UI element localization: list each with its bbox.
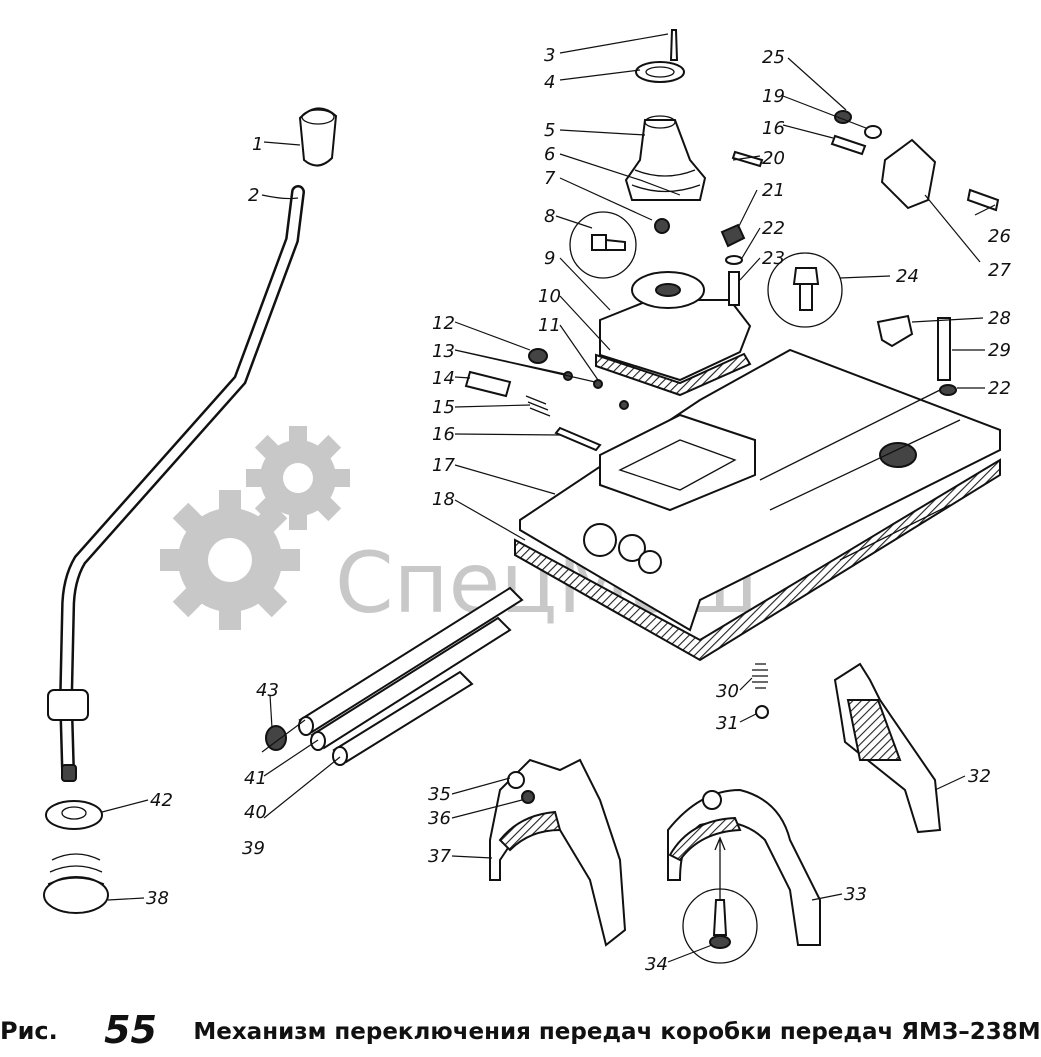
callout-36: 36 <box>428 808 451 829</box>
callout-22: 22 <box>762 218 785 239</box>
callout-25: 25 <box>762 47 785 68</box>
part-31-ball <box>755 705 769 719</box>
callout-24: 24 <box>896 266 919 287</box>
callout-26: 26 <box>988 226 1011 247</box>
part-30-spring <box>752 663 768 689</box>
callout-9: 9 <box>544 248 555 269</box>
callout-14: 14 <box>432 368 455 389</box>
figure-title: Механизм переключения передач коробки пе… <box>193 1019 1041 1045</box>
part-24-detail <box>767 252 843 328</box>
callout-11: 11 <box>538 315 561 336</box>
parts-19-27-lever-assembly <box>720 110 1000 306</box>
callout-27: 27 <box>988 260 1011 281</box>
part-17-housing <box>514 348 1001 662</box>
callout-3: 3 <box>544 45 555 66</box>
callout-42: 42 <box>150 790 173 811</box>
callout-28: 28 <box>988 308 1011 329</box>
callout-8: 8 <box>544 206 555 227</box>
part-3-pin <box>669 29 679 61</box>
part-1-knob <box>298 107 338 167</box>
figure-number: 55 <box>104 1008 157 1052</box>
parts-12-16-detent <box>464 348 629 452</box>
callout-5: 5 <box>544 120 555 141</box>
watermark-gear-large <box>160 490 300 630</box>
part-33-fork <box>667 788 821 946</box>
callout-7: 7 <box>544 168 556 189</box>
parts-28-29-bolt <box>876 314 957 396</box>
callout-13: 13 <box>432 341 455 362</box>
callout-10: 10 <box>538 286 561 307</box>
callout-35: 35 <box>428 784 451 805</box>
callout-18: 18 <box>432 489 455 510</box>
callout-2: 2 <box>248 185 259 206</box>
figure-caption: Рис. 55 Механизм переключения передач ко… <box>0 1008 1041 1052</box>
watermark-gear-small <box>246 426 350 530</box>
parts-39-41-shift-rails <box>298 586 524 766</box>
figure-prefix: Рис. <box>0 1017 58 1045</box>
callout-38: 38 <box>146 888 169 909</box>
callout-22-right: 22 <box>988 378 1011 399</box>
callout-1: 1 <box>252 134 263 155</box>
part-9-cover <box>595 271 752 397</box>
callout-21: 21 <box>762 180 785 201</box>
callout-39: 39 <box>242 838 265 859</box>
part-2-shift-lever <box>47 185 305 782</box>
part-32-fork <box>833 662 942 834</box>
callout-32: 32 <box>968 766 991 787</box>
callout-labels: 1 2 3 4 5 6 7 8 9 10 11 12 13 14 15 16 1… <box>146 45 1011 975</box>
callout-34: 34 <box>645 954 668 975</box>
part-43-plug <box>265 725 287 751</box>
callout-19: 19 <box>762 86 785 107</box>
callout-4: 4 <box>544 72 555 93</box>
callout-16: 16 <box>432 424 455 445</box>
callout-12: 12 <box>432 313 455 334</box>
callout-15: 15 <box>432 397 455 418</box>
callout-31: 31 <box>716 713 739 734</box>
part-8-detail <box>569 211 637 279</box>
callout-43: 43 <box>256 680 279 701</box>
callout-41: 41 <box>244 768 267 789</box>
callout-29: 29 <box>988 340 1011 361</box>
part-34-detail <box>682 888 758 964</box>
leader-lines <box>101 33 996 963</box>
callout-40: 40 <box>244 802 267 823</box>
part-7-nut <box>654 218 670 234</box>
part-38-spring-seat <box>43 853 109 914</box>
callout-23: 23 <box>762 248 785 269</box>
part-37-fork <box>489 758 627 947</box>
part-5-6-boot <box>624 115 707 201</box>
callout-33: 33 <box>844 884 867 905</box>
callout-20: 20 <box>762 148 785 169</box>
part-42-washer <box>45 800 103 830</box>
callout-17: 17 <box>432 455 455 476</box>
callout-30: 30 <box>716 681 739 702</box>
part-4-circlip <box>635 61 685 83</box>
callout-6: 6 <box>544 144 555 165</box>
callout-16-right: 16 <box>762 118 785 139</box>
callout-37: 37 <box>428 846 451 867</box>
